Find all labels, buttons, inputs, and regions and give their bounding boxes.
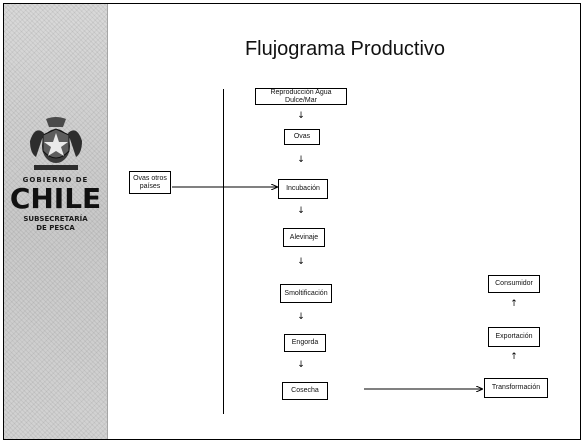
slide-title: Flujograma Productivo bbox=[244, 38, 446, 60]
node-ovas-otros-paises: Ovas otros países bbox=[129, 171, 171, 194]
coat-of-arms-logo bbox=[30, 117, 82, 170]
node-engorda: Engorda bbox=[284, 334, 326, 352]
logo-government-text: GOBIERNO DE bbox=[22, 176, 89, 184]
arrow-down-icon: ↓ bbox=[297, 111, 305, 121]
arrow-down-icon: ↓ bbox=[297, 206, 305, 216]
node-exportacion: Exportación bbox=[488, 327, 540, 347]
logo-subsecretaria-text: SUBSECRETARÍA DE PESCA bbox=[4, 215, 107, 233]
flow-connectors bbox=[172, 4, 582, 441]
logo-sub-line-2: DE PESCA bbox=[36, 224, 75, 232]
node-reproduccion: Reproducción Agua Dulce/Mar bbox=[255, 88, 347, 105]
slide: GOBIERNO DE CHILE SUBSECRETARÍA DE PESCA… bbox=[3, 3, 581, 440]
node-consumidor: Consumidor bbox=[488, 275, 540, 293]
arrow-down-icon: ↓ bbox=[297, 155, 305, 165]
arrow-up-icon: ↑ bbox=[510, 352, 518, 362]
arrow-down-icon: ↓ bbox=[297, 312, 305, 322]
arrow-down-icon: ↓ bbox=[297, 257, 305, 267]
logo-country-text: CHILE bbox=[9, 182, 102, 215]
node-transformacion: Transformación bbox=[484, 378, 548, 398]
node-incubacion: Incubación bbox=[278, 179, 328, 199]
arrow-down-icon: ↓ bbox=[297, 360, 305, 370]
node-cosecha: Cosecha bbox=[282, 382, 328, 400]
node-ovas: Ovas bbox=[284, 129, 320, 145]
vertical-divider-line bbox=[223, 89, 224, 414]
logo-sub-line-1: SUBSECRETARÍA bbox=[23, 215, 88, 223]
node-alevinaje: Alevinaje bbox=[283, 228, 325, 247]
node-smoltificacion: Smoltificación bbox=[280, 284, 332, 303]
arrow-up-icon: ↑ bbox=[510, 299, 518, 309]
left-decorative-band: GOBIERNO DE CHILE SUBSECRETARÍA DE PESCA bbox=[4, 4, 108, 439]
